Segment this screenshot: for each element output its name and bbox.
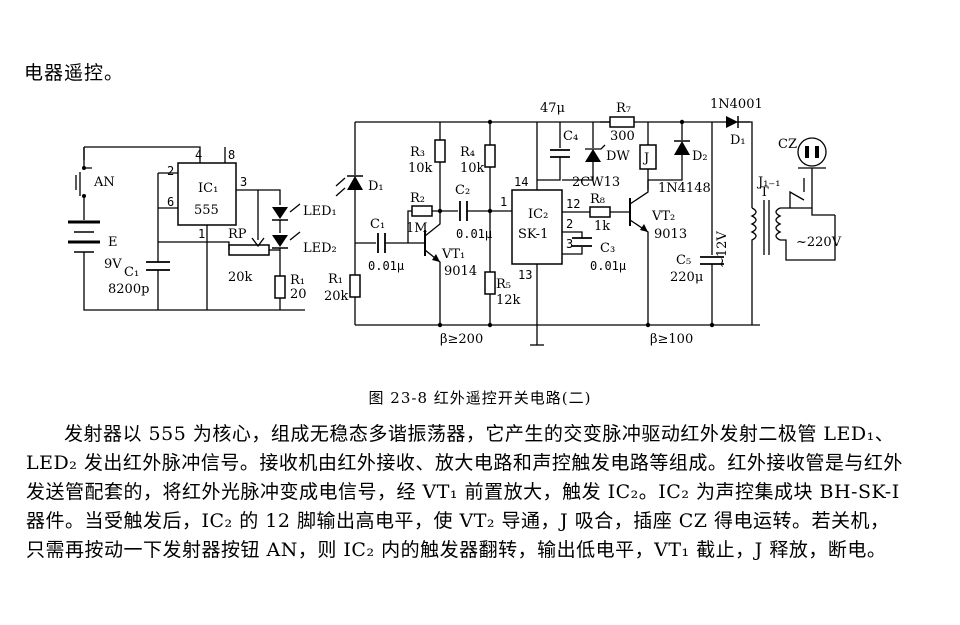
label-rp-value: 20k xyxy=(228,270,253,285)
label-pin6: 6 xyxy=(167,195,174,209)
label-d1-rect: D₁ xyxy=(730,133,746,148)
label-r1: R₁ xyxy=(290,273,305,288)
label-led2: LED₂ xyxy=(303,241,337,256)
label-rx-r1: R₁ xyxy=(328,272,343,287)
circuit-diagram: AN E 9V C₁ 8200p IC₁ 555 2 4 8 3 6 1 RP … xyxy=(68,97,842,347)
label-c2: C₂ xyxy=(455,183,470,198)
diagram-labels: AN E 9V C₁ 8200p IC₁ 555 2 4 8 3 6 1 RP … xyxy=(93,97,842,347)
ic2-sk1-chip xyxy=(511,189,563,265)
label-r7-value: 300 xyxy=(610,129,635,144)
ic1-555-chip xyxy=(177,162,237,226)
label-r7: R₇ xyxy=(616,101,631,116)
label-c4-value: 47μ xyxy=(540,101,565,116)
description-paragraph: 发射器以 555 为核心，组成无稳态多谐振荡器，它产生的交变脉冲驱动红外发射二极… xyxy=(26,423,903,561)
receiver-circuit xyxy=(335,116,836,346)
label-r5-value: 12k xyxy=(496,293,521,308)
label-cz: CZ xyxy=(778,137,797,152)
label-c3-value: 0.01μ xyxy=(590,259,626,273)
label-pin13: 13 xyxy=(518,268,532,282)
label-ic2-pin3: 3 xyxy=(566,237,573,251)
label-j1-1: J₁₋₁ xyxy=(756,175,781,190)
label-r2: R₂ xyxy=(410,191,425,206)
label-d1: D₁ xyxy=(368,179,384,194)
transmitter-circuit xyxy=(68,146,305,311)
label-r2-value: 1M xyxy=(406,221,428,236)
label-2cw13: 2CW13 xyxy=(572,175,620,190)
label-c5-value: 220μ xyxy=(670,270,703,285)
label-pin4: 4 xyxy=(195,148,202,162)
label-r4-value: 10k xyxy=(460,161,485,176)
label-vt2-type: 9013 xyxy=(654,227,687,242)
label-220v: ~220V xyxy=(796,235,842,250)
label-pin14: 14 xyxy=(514,175,528,189)
label-d2: D₂ xyxy=(692,149,708,164)
label-c4: C₄ xyxy=(563,129,578,144)
label-r3-value: 10k xyxy=(408,161,433,176)
label-vt2: VT₂ xyxy=(651,209,675,224)
label-e: E xyxy=(108,235,118,250)
label-rp: RP xyxy=(228,227,247,242)
label-r1-value: 20 xyxy=(290,287,307,302)
label-c1-value: 8200p xyxy=(108,282,149,297)
label-c3: C₃ xyxy=(600,241,615,256)
label-r8-value: 1k xyxy=(594,219,610,234)
label-an: AN xyxy=(93,175,115,190)
label-r5: R₅ xyxy=(496,277,511,292)
label-rx-c1: C₁ xyxy=(370,217,385,232)
label-beta2: β≥100 xyxy=(650,332,693,347)
label-1n4148: 1N4148 xyxy=(658,181,711,196)
label-rx-r1-value: 20k xyxy=(324,289,349,304)
label-ic2-pin1: 1 xyxy=(500,195,507,209)
label-pin8: 8 xyxy=(228,148,235,162)
label-t: T xyxy=(760,185,769,200)
label-led1: LED₁ xyxy=(303,204,337,219)
label-sk1: SK-1 xyxy=(518,227,548,242)
label-ic2: IC₂ xyxy=(528,207,548,222)
label-vt1: VT₁ xyxy=(441,247,465,262)
label-pin1: 1 xyxy=(198,227,205,241)
label-r4: R₄ xyxy=(460,145,475,160)
label-pin2: 2 xyxy=(167,164,174,178)
label-r8: R₈ xyxy=(590,192,605,207)
label-12v: ~12V xyxy=(715,231,730,268)
label-1n4001: 1N4001 xyxy=(710,97,763,112)
intro-text: 电器遥控。 xyxy=(24,62,125,84)
label-j: J xyxy=(642,151,649,166)
label-c5: C₅ xyxy=(676,253,691,268)
label-9v: 9V xyxy=(104,257,122,272)
label-vt1-type: 9014 xyxy=(444,264,477,279)
label-ic1: IC₁ xyxy=(198,181,218,196)
figure-caption: 图 23-8 红外遥控开关电路(二) xyxy=(368,389,592,407)
battery-symbol xyxy=(68,220,100,253)
label-ic2-pin2: 2 xyxy=(566,217,573,231)
label-pin12: 12 xyxy=(566,197,580,211)
label-c1: C₁ xyxy=(124,265,139,280)
label-555: 555 xyxy=(194,203,219,218)
label-rx-c1-value: 0.01μ xyxy=(368,259,404,273)
label-r3: R₃ xyxy=(410,145,425,160)
label-c2-value: 0.01μ xyxy=(456,227,492,241)
label-dw: DW xyxy=(606,149,630,164)
label-beta1: β≥200 xyxy=(440,332,483,347)
label-pin3: 3 xyxy=(240,175,247,189)
